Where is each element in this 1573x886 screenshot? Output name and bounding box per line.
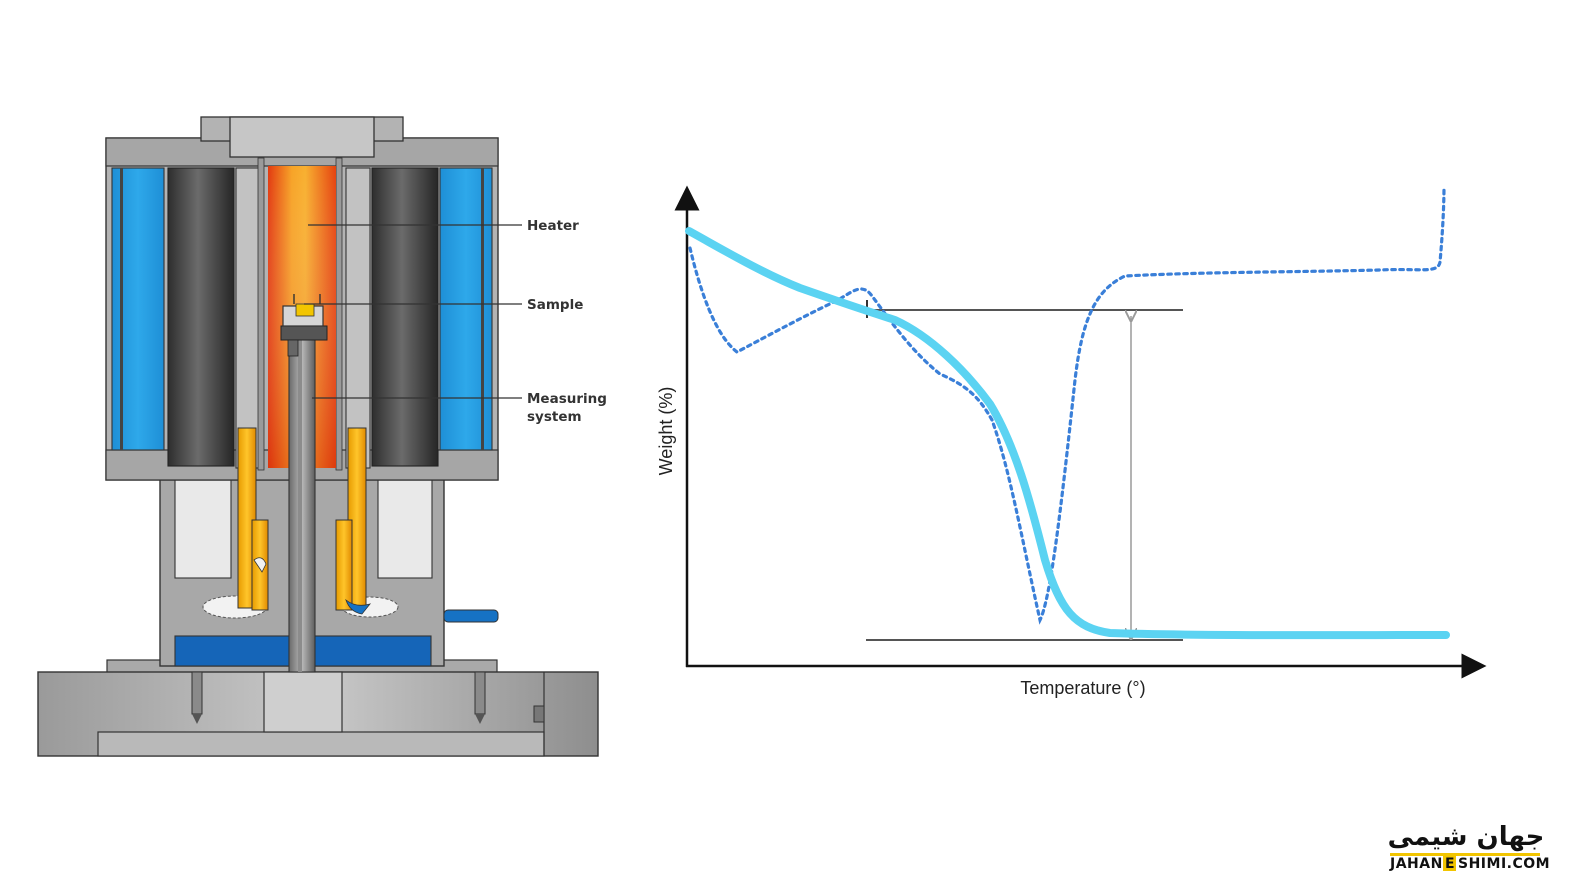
measuring-rod — [280, 325, 328, 673]
logo-text-mid: E — [1445, 856, 1455, 872]
leader-lines — [304, 224, 522, 399]
tga-chart: Temperature (°) Weight (%) — [656, 184, 1487, 698]
measuring-label-line2: system — [527, 409, 582, 425]
sample-label: Sample — [527, 297, 583, 313]
measuring-label-line1: Measuring — [527, 391, 607, 407]
weight-curve — [685, 227, 1450, 640]
sample-holder-clamps — [237, 427, 372, 615]
x-axis-label: Temperature (°) — [1020, 678, 1145, 698]
brand-logo: جهان شیمی JAHAN E SHIMI.COM — [1388, 822, 1550, 872]
derivative-curve — [688, 184, 1446, 625]
heater-label: Heater — [527, 218, 579, 234]
logo-text-left: JAHAN — [1389, 856, 1443, 872]
base-plate — [37, 659, 599, 757]
lower-housing — [159, 469, 499, 667]
logo-text-right: SHIMI.COM — [1458, 856, 1550, 872]
logo-persian-text: جهان شیمی — [1388, 822, 1545, 852]
furnace-diagram: Heater Sample Measuring system — [37, 116, 607, 757]
sample-crucible — [282, 294, 324, 327]
y-axis-label: Weight (%) — [656, 387, 676, 476]
